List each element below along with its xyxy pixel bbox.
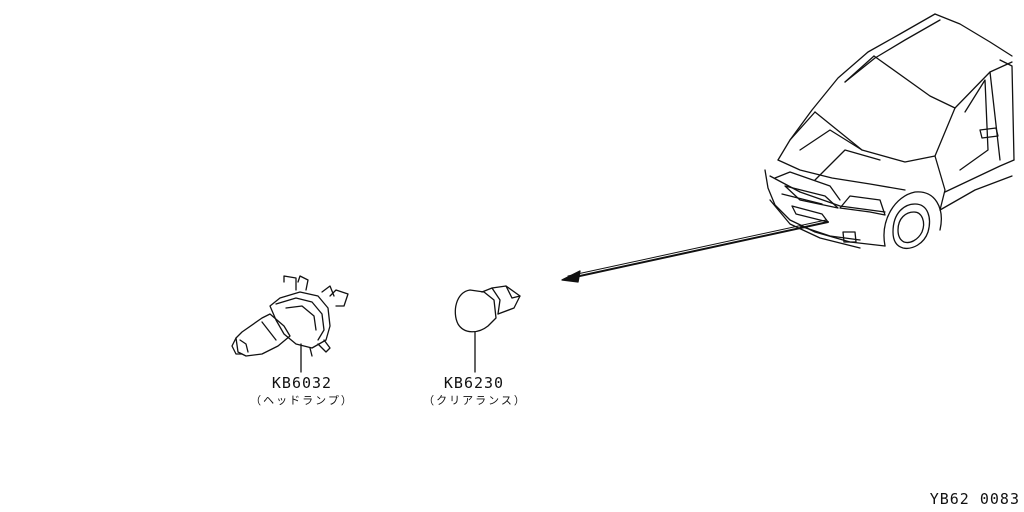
part-description-clearance: （クリアランス） [423,394,527,407]
clearance-bulb-icon [454,285,521,373]
part-description-headlamp: （ヘッドランプ） [250,394,354,407]
pointer-arrow [561,219,829,283]
vehicle-front-icon [764,13,1015,250]
headlamp-bulb-icon [231,275,349,373]
sheet-id: YB62 0083 [929,490,1020,508]
part-code-clearance: KB6230 [443,374,505,392]
part-code-headlamp: KB6032 [271,374,333,392]
